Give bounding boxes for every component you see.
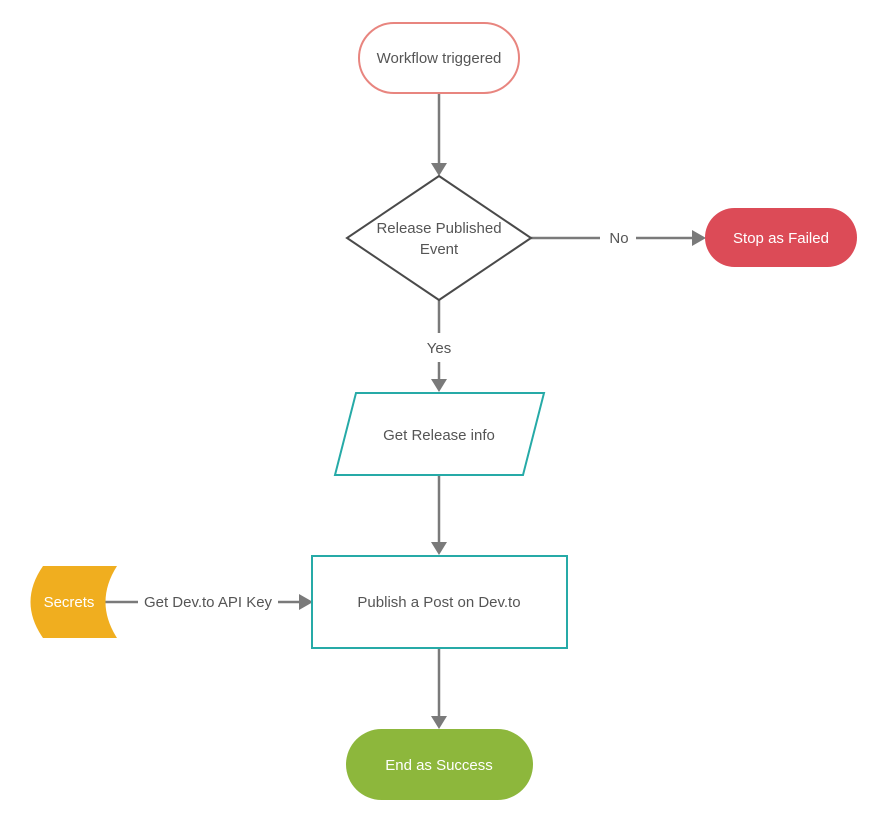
node-stop-as-failed-label: Stop as Failed [733, 230, 829, 247]
node-end-as-success: End as Success [346, 729, 533, 800]
edge-no: No [531, 230, 706, 247]
edge-yes-label: Yes [427, 340, 451, 357]
node-secrets-label: Secrets [44, 594, 95, 611]
edge-start-to-decision [431, 93, 447, 176]
edge-publish-to-success [431, 648, 447, 729]
node-get-release-info-label: Get Release info [383, 427, 495, 444]
node-release-published-decision: Release Published Event [345, 174, 533, 302]
node-stop-as-failed: Stop as Failed [705, 208, 857, 267]
node-secrets: Secrets [30, 566, 117, 638]
node-publish-post-label: Publish a Post on Dev.to [357, 594, 520, 611]
edge-no-label: No [609, 230, 628, 247]
edge-api-key-label: Get Dev.to API Key [144, 594, 273, 611]
node-get-release-info: Get Release info [333, 392, 546, 476]
edge-yes: Yes [427, 300, 451, 392]
node-workflow-triggered: Workflow triggered [358, 22, 520, 94]
edge-release-to-publish [431, 475, 447, 555]
node-publish-post: Publish a Post on Dev.to [311, 555, 568, 649]
decision-label-line1: Release Published [376, 220, 501, 237]
node-end-as-success-label: End as Success [385, 757, 493, 774]
decision-label-line2: Event [420, 241, 459, 258]
edge-api-key: Get Dev.to API Key [104, 594, 313, 611]
node-workflow-triggered-label: Workflow triggered [377, 50, 502, 67]
